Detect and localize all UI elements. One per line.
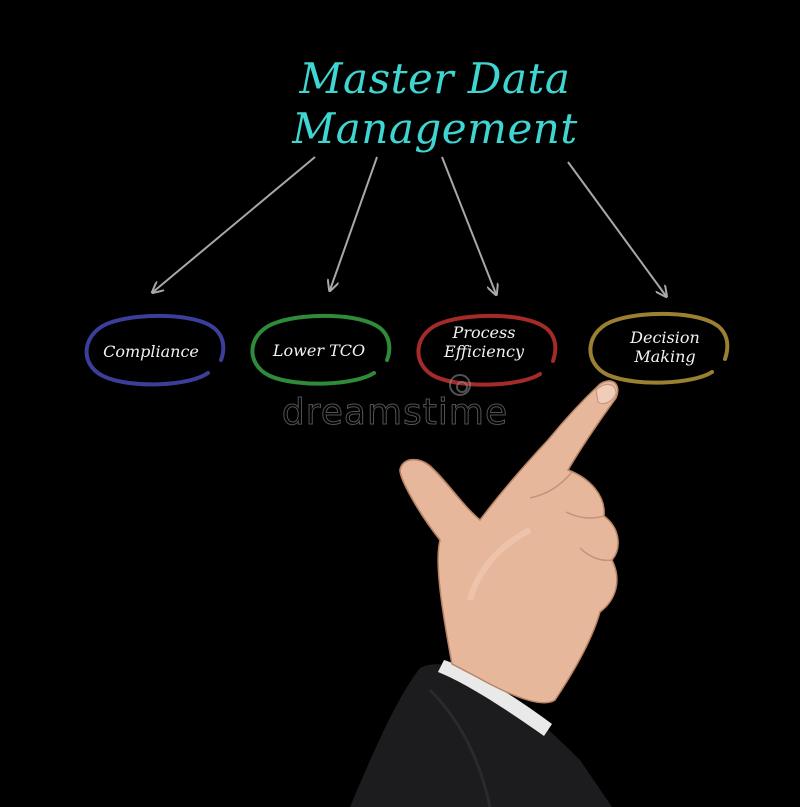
node-process-efficiency-line2: Efficiency — [444, 342, 524, 361]
arrow-to-compliance — [153, 156, 316, 292]
diagram-title-line-2: Management — [292, 104, 578, 153]
arrow-to-decision-making — [567, 161, 666, 296]
node-label-compliance: Compliance — [76, 342, 226, 361]
node-decision-making-line1: Decision — [630, 328, 700, 347]
node-ellipse-decision-making — [588, 311, 730, 385]
node-label-lower-tco: Lower TCO — [244, 341, 394, 360]
node-ellipse-process-efficiency — [416, 313, 558, 387]
node-ellipse-compliance — [84, 313, 226, 387]
node-decision-making-line2: Making — [634, 347, 696, 366]
pointing-hand-illustration — [350, 380, 619, 807]
node-compliance-line1: Compliance — [103, 342, 199, 361]
watermark-text: dreamstime — [281, 392, 509, 434]
watermark-logo-icon — [449, 374, 471, 396]
node-ellipse-lower-tco — [250, 313, 392, 386]
arrow-to-lower-tco — [330, 156, 378, 290]
node-label-process-efficiency: Process Efficiency — [409, 323, 559, 361]
node-lower-tco-line1: Lower TCO — [272, 341, 366, 360]
diagram-title-line-1: Master Data — [299, 54, 571, 103]
node-process-efficiency-line1: Process — [452, 323, 516, 342]
arrow-to-process-efficiency — [441, 156, 496, 294]
node-label-decision-making: Decision Making — [590, 328, 740, 366]
